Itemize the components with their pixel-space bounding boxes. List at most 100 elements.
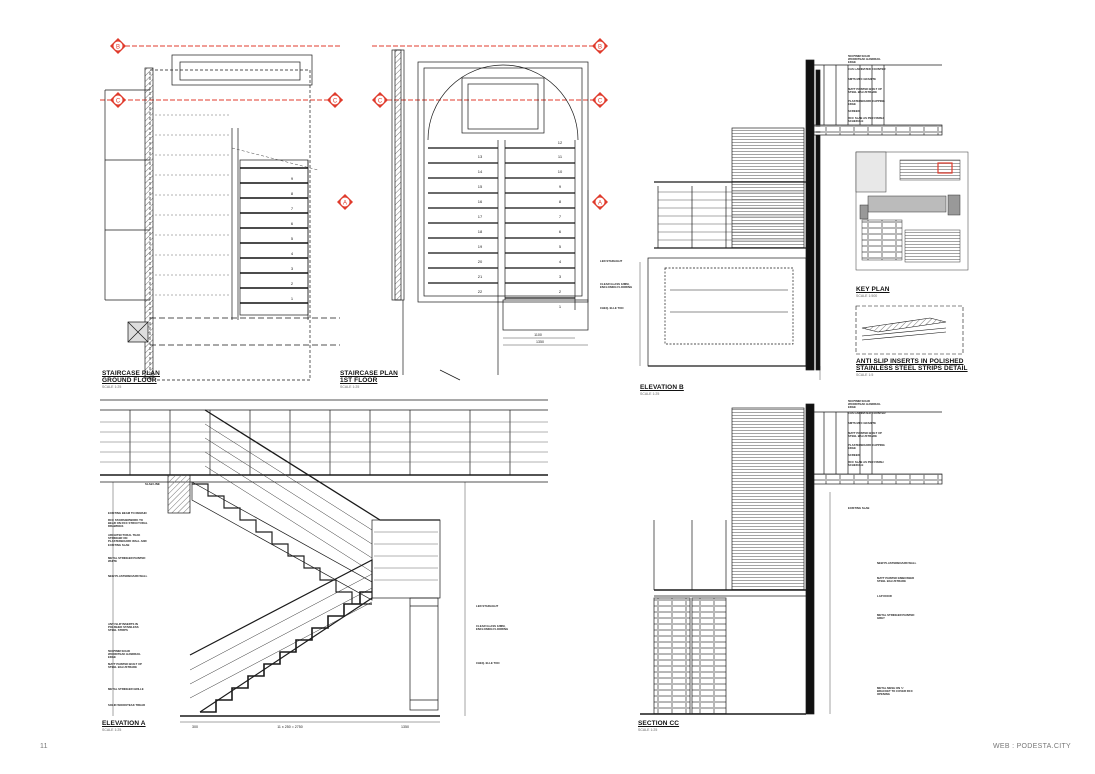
- step-number: 9: [291, 176, 294, 181]
- step-number: 13: [478, 154, 483, 159]
- scale-key-plan: SCALE 1:500: [856, 294, 878, 298]
- note-metal-stringer: METAL STRINGER PAINTED GREY: [877, 613, 915, 621]
- title-line: ANTI SLIP INSERTS IN POLISHED: [856, 358, 964, 365]
- note-capping: PLASTERBOARD CAPPING EDGE: [848, 99, 885, 107]
- note-tread: SOLID WOOD/TEAK TREAD: [108, 703, 146, 707]
- step-number: 16: [478, 199, 483, 204]
- step-number: 3: [559, 274, 562, 279]
- note-existing-beam: EXISTING BEAM TO REMAIN: [108, 511, 147, 515]
- step-number: 11: [558, 154, 563, 159]
- title-key-plan: KEY PLAN: [856, 286, 890, 293]
- title-line: GROUND FLOOR: [102, 377, 157, 384]
- step-number: 5: [291, 236, 294, 241]
- section-marker-c: C: [110, 92, 126, 108]
- step-number: 15: [478, 184, 483, 189]
- step-number: 5: [559, 244, 562, 249]
- title-antislip-detail: ANTI SLIP INSERTS IN POLISHED STAINLESS …: [856, 358, 968, 372]
- step-number: 6: [559, 229, 562, 234]
- note-existing-slab: EXISTING SLAB: [848, 506, 870, 510]
- elevation-b: [639, 59, 943, 380]
- title-line: ELEVATION A: [102, 720, 146, 727]
- note-embossed-balustrade: MATT PAINTED EMBOSSED STEEL BALUSTRADE: [877, 576, 915, 584]
- step-number: 20: [478, 259, 483, 264]
- step-number: 21: [478, 274, 483, 279]
- title-line: STAINLESS STEEL STRIPS DETAIL: [856, 365, 968, 372]
- marker-label-c: C: [378, 99, 383, 105]
- note-clear-glass: CLEAR GLASS 12mm, ENCLOSING FLOORING: [600, 282, 633, 290]
- note-capping: PLASTERBOARD CAPPING EDGE: [848, 443, 885, 451]
- note-granite: SMTS MFC GRANITE: [848, 77, 876, 81]
- marker-label-a: A: [343, 201, 347, 207]
- step-number: 8: [559, 199, 562, 204]
- marker-label-c: C: [333, 99, 338, 105]
- title-plan-ground: STAIRCASE PLAN GROUND FLOOR: [102, 370, 160, 384]
- marker-label-b: B: [598, 45, 602, 51]
- note-teak-stringer: ARCHITECTURAL TEAK STRINGER ON PLASTERBO…: [108, 533, 147, 547]
- section-marker-a: A: [337, 194, 353, 210]
- note-plasterboard-wall: NEW PLASTERBOARD WALL: [108, 574, 148, 578]
- step-number: 7: [291, 206, 294, 211]
- step-number: 6: [291, 221, 294, 226]
- scale-plan-ground: SCALE 1:25: [102, 385, 122, 389]
- note-balustrade: MATT PAINTED BUILT UP STEEL BALUSTRADE: [848, 87, 882, 95]
- marker-label-c: C: [598, 99, 603, 105]
- note-metal-mesh: METAL MESH ON 'L' BRACKET TO COVER RCC O…: [877, 686, 913, 697]
- section-cc: [640, 403, 943, 715]
- note-rcc-slab: RCC SLAB AS PER FINISH SCHEDULE: [848, 460, 884, 468]
- title-elevation-b: ELEVATION B: [640, 384, 684, 391]
- dimension-text: 300: [192, 725, 198, 729]
- plan-first-floor: [372, 45, 600, 381]
- section-marker-a: A: [592, 194, 608, 210]
- title-line: STAIRCASE PLAN: [340, 370, 398, 377]
- step-number: 3: [291, 266, 294, 271]
- scale-elevation-a: SCALE 1:25: [102, 728, 122, 732]
- note-led-starlight: LED STARLIGHT: [476, 604, 499, 608]
- note-metal-stringer: METAL STRINGER PAINTED WHITE: [108, 556, 146, 564]
- key-plan: [855, 151, 969, 271]
- step-number: 14: [478, 169, 483, 174]
- step-number: 17: [478, 214, 483, 219]
- note-led-starlight: LED STARLIGHT: [600, 259, 623, 263]
- note-cheq: CHEQ. ELLE TOO: [600, 306, 624, 310]
- title-line: STAIRCASE PLAN: [102, 370, 160, 377]
- plan-first-step-numbers: 13 14 15 16 17 18 19 20 21 22 12 11 10 9…: [478, 140, 563, 309]
- scale-plan-first: SCALE 1:25: [340, 385, 360, 389]
- scale-antislip: SCALE 1:5: [856, 373, 874, 377]
- step-number: 4: [559, 259, 562, 264]
- title-line: ELEVATION B: [640, 384, 684, 391]
- title-line: 1ST FLOOR: [340, 377, 378, 384]
- step-number: 22: [478, 289, 483, 294]
- note-antislip: ANTI SLIP INSERTS IN POLISHED STAINLESS …: [108, 622, 139, 633]
- elevation-a: [100, 399, 548, 723]
- plan-ground-step-numbers: 9 8 7 6 5 4 3 2 1: [291, 176, 294, 301]
- note-handrail: 50X75mm SOLID WOOD/TEAK HANDRAIL EDGE: [848, 54, 881, 65]
- step-number: 2: [559, 289, 562, 294]
- note-counter: CAS LAMINATED COUNTER: [848, 67, 886, 71]
- note-screed: SCREED: [848, 453, 860, 457]
- note-balustrade: MATT PAINTED BUILT UP STEEL BALUSTRADE: [848, 431, 882, 439]
- note-slab-line: SLAB LINE: [145, 482, 160, 486]
- title-line: SECTION CC: [638, 720, 680, 727]
- step-number: 19: [478, 244, 483, 249]
- note-balustrade: MATT PAINTED BUILT UP STEEL BALUSTRADE: [108, 662, 142, 670]
- dimension-text: 1350: [536, 340, 544, 344]
- step-number: 8: [291, 191, 294, 196]
- note-clear-glass: CLEAR GLASS 12mm, ENCLOSING FLOORING: [476, 624, 509, 632]
- marker-label-b: B: [116, 45, 120, 51]
- title-line: KEY PLAN: [856, 286, 890, 293]
- section-marker-c: C: [372, 92, 388, 108]
- title-section-cc: SECTION CC: [638, 720, 679, 727]
- plan-ground-floor: [100, 45, 345, 381]
- footer-website: WEB : PODESTA.CITY: [992, 743, 1071, 750]
- note-handrail: 50X75mm SOLID WOOD/TEAK HANDRAIL EDGE: [848, 399, 881, 410]
- step-number: 2: [291, 281, 294, 286]
- note-rcc-slab: RCC SLAB AS PER FINISH SCHEDULE: [848, 116, 884, 124]
- note-stringer-grille: METAL STRINGER GRILLE: [108, 687, 144, 691]
- step-number: 10: [558, 169, 563, 174]
- step-number: 12: [558, 140, 563, 145]
- note-screed: SCREED: [848, 109, 860, 113]
- section-marker-c: C: [327, 92, 343, 108]
- step-number: 1: [291, 296, 294, 301]
